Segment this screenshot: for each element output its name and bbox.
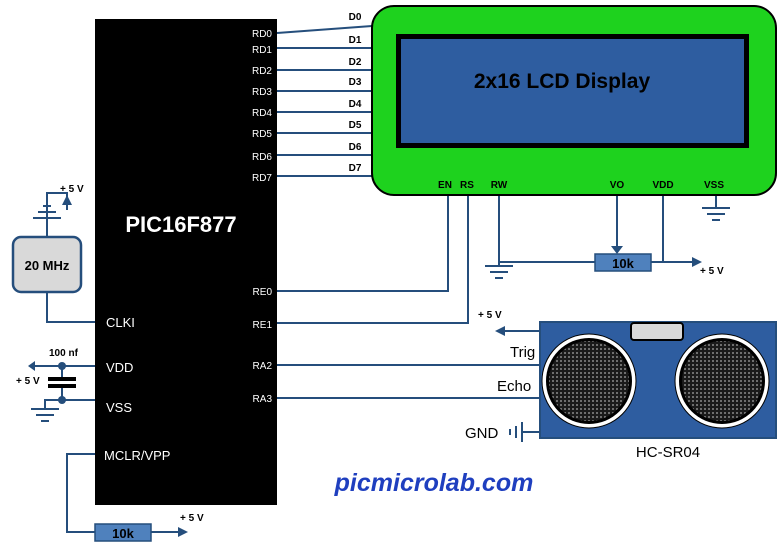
sensor-ground-symbol <box>509 422 523 442</box>
wire-d0 <box>276 25 373 34</box>
lcd-pin-rs: RS <box>460 180 474 191</box>
hc-sr04-sensor: HC-SR04 <box>539 321 777 461</box>
pin-ra3: RA3 <box>253 394 273 405</box>
crystal-oscillator: 20 MHz + 5 V <box>11 184 84 294</box>
mclr-resistor-body <box>94 523 152 542</box>
mclr-vcc-arrow <box>178 527 188 537</box>
pin-rd5: RD5 <box>252 129 272 140</box>
pin-re0: RE0 <box>253 287 273 298</box>
pin-rd3: RD3 <box>252 87 272 98</box>
cap-vcc-arrow <box>28 361 35 371</box>
lcd-module: 2x16 LCD Display EN RS RW VO VDD VSS <box>371 5 777 196</box>
pin-rd2: RD2 <box>252 66 272 77</box>
pot-wiper-arrow <box>611 246 623 254</box>
website-label: picmicrolab.com <box>334 469 534 497</box>
crystal-frequency: 20 MHz <box>25 258 70 273</box>
bus-label-d0: D0 <box>349 12 362 23</box>
bus-label-d1: D1 <box>349 35 362 46</box>
pin-rd0: RD0 <box>252 29 272 40</box>
pin-rd1: RD1 <box>252 45 272 56</box>
data-bus-labels: D0 D1 D2 D3 D4 D5 D6 D7 <box>349 12 362 174</box>
lcd-title: 2x16 LCD Display <box>474 70 651 93</box>
pot-vcc-label: + 5 V <box>700 266 724 277</box>
bus-label-d6: D6 <box>349 142 362 153</box>
wires <box>35 25 717 533</box>
mclr-resistor-value: 10k <box>112 526 134 541</box>
contrast-potentiometer: 10k + 5 V <box>594 246 724 277</box>
lcd-pin-en: EN <box>438 180 452 191</box>
mclr-pullup-resistor: 10k + 5 V <box>94 513 204 542</box>
pot-body <box>594 253 652 272</box>
sensor-name: HC-SR04 <box>636 444 700 461</box>
sensor-gnd-label: GND <box>465 425 499 442</box>
crystal-vcc-arrow <box>62 195 72 205</box>
sensor-left-transducer <box>541 333 637 429</box>
sensor-vcc-label: + 5 V <box>478 310 502 321</box>
wire-en <box>277 196 449 292</box>
lcd-pin-vo: VO <box>610 180 625 191</box>
wire-rs <box>277 196 469 324</box>
cap-node-top <box>58 362 66 370</box>
chip-body <box>95 19 277 505</box>
sensor-crystal <box>630 322 684 341</box>
chip-name: PIC16F877 <box>125 212 236 237</box>
lcd-screen <box>401 39 744 143</box>
lcd-pin-rw: RW <box>491 180 508 191</box>
pic16f877-chip: PIC16F877 RD0 RD1 RD2 RD3 RD4 RD5 RD6 RD… <box>95 19 277 505</box>
pin-vss: VSS <box>106 400 132 415</box>
crystal-vcc-label: + 5 V <box>60 184 84 195</box>
pin-mclr: MCLR/VPP <box>104 448 170 463</box>
pin-rd4: RD4 <box>252 108 272 119</box>
pin-clki: CLKI <box>106 315 135 330</box>
mclr-vcc-label: + 5 V <box>180 513 204 524</box>
cap-value: 100 nf <box>49 348 79 359</box>
lcd-pin-vdd: VDD <box>652 180 673 191</box>
cap-node-bottom <box>58 396 66 404</box>
pin-rd7: RD7 <box>252 173 272 184</box>
lcd-vss-ground-symbol <box>702 207 730 221</box>
pin-rd6: RD6 <box>252 152 272 163</box>
wire-gnd-cap <box>44 399 62 409</box>
pin-ra2: RA2 <box>253 361 273 372</box>
cap-vcc-label: + 5 V <box>16 376 40 387</box>
sensor-vcc-arrow <box>495 326 505 336</box>
bus-label-d2: D2 <box>349 57 362 68</box>
lcd-rw-ground-symbol <box>485 262 513 279</box>
crystal-ground-symbol <box>33 205 61 219</box>
sensor-trig-label: Trig <box>510 344 535 361</box>
sensor-right-transducer <box>674 333 770 429</box>
bus-label-d5: D5 <box>349 120 362 131</box>
pin-re1: RE1 <box>253 320 273 331</box>
decoupling-capacitor: 100 nf + 5 V <box>16 348 79 422</box>
bus-label-d7: D7 <box>349 163 362 174</box>
cap-ground-symbol <box>31 408 59 422</box>
pin-vdd: VDD <box>106 360 133 375</box>
wire-crystal-clki <box>46 292 95 323</box>
pot-vcc-arrow <box>692 257 702 267</box>
sensor-echo-label: Echo <box>497 378 531 395</box>
lcd-pin-vss: VSS <box>704 180 724 191</box>
bus-label-d4: D4 <box>349 99 362 110</box>
wire-crystal-top <box>46 192 68 236</box>
wire-mclr <box>66 453 95 533</box>
pot-value: 10k <box>612 256 634 271</box>
bus-label-d3: D3 <box>349 77 362 88</box>
